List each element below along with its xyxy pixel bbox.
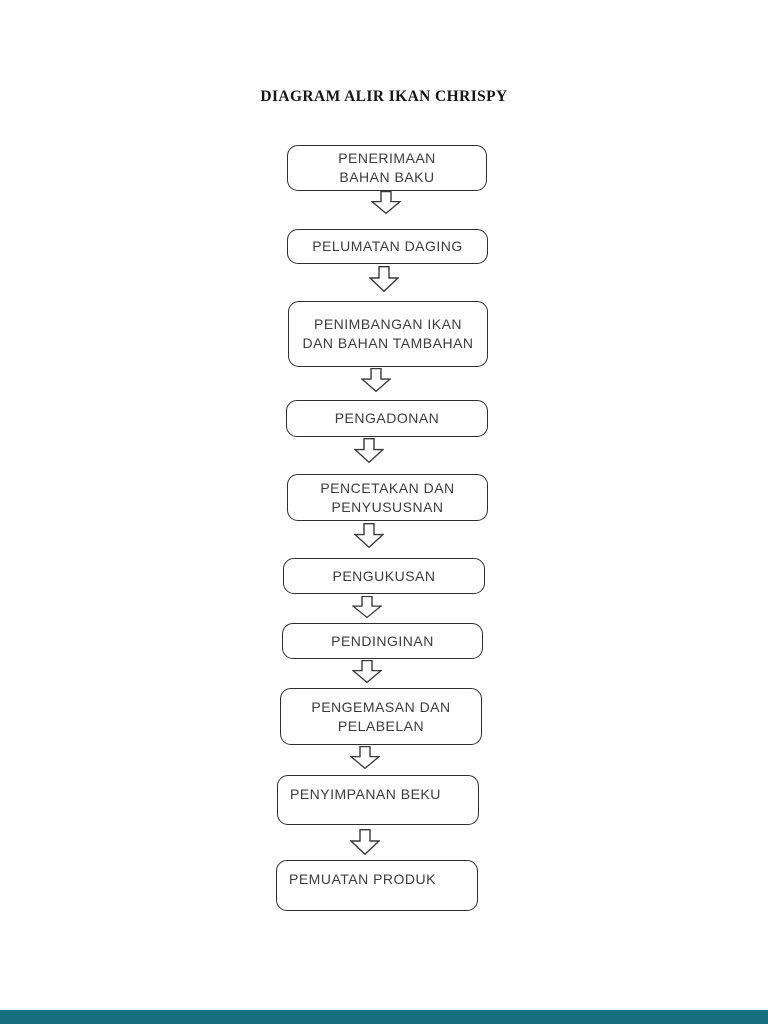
flow-step-label: PENDINGINAN [331,632,434,649]
flow-step-pencetakan-penyususnan: PENCETAKAN DAN PENYUSUSNAN [287,474,488,521]
flow-step-label: PENGEMASAN DAN PELABELAN [311,698,451,734]
flow-step-pengemasan-pelabelan: PENGEMASAN DAN PELABELAN [280,688,482,745]
flow-step-pengukusan: PENGUKUSAN [283,558,485,594]
down-arrow-icon [369,266,399,292]
down-arrow-icon [354,438,384,463]
flow-step-label: PELUMATAN DAGING [312,238,463,254]
flow-step-pendinginan: PENDINGINAN [282,623,483,659]
flow-step-label: PENIMBANGAN IKAN DAN BAHAN TAMBAHAN [302,316,474,351]
viewer-footer-bar [0,1010,768,1024]
flow-step-label: PENGUKUSAN [332,567,436,584]
flow-step-penyimpanan-beku: PENYIMPANAN BEKU [277,775,479,825]
down-arrow-icon [350,829,380,855]
flow-step-penimbangan-ikan: PENIMBANGAN IKAN DAN BAHAN TAMBAHAN [288,301,488,367]
flow-step-pelumatan-daging: PELUMATAN DAGING [287,229,488,264]
down-arrow-icon [361,368,391,392]
flow-step-label: PENCETAKAN DAN PENYUSUSNAN [320,479,455,515]
down-arrow-icon [352,660,382,683]
flow-step-label: PENGADONAN [334,410,440,426]
flow-step-label: PENERIMAAN BAHAN BAKU [338,150,436,185]
down-arrow-icon [350,746,380,769]
flow-step-pengadonan: PENGADONAN [286,400,488,437]
down-arrow-icon [354,523,384,548]
page-title: DIAGRAM ALIR IKAN CHRISPY [260,88,508,105]
down-arrow-icon [352,596,382,618]
flow-step-penerimaan-bahan-baku: PENERIMAAN BAHAN BAKU [287,145,487,191]
flow-step-label: PENYIMPANAN BEKU [290,786,441,802]
down-arrow-icon [371,191,401,214]
flow-step-label: PEMUATAN PRODUK [289,871,436,887]
flow-step-pemuatan-produk: PEMUATAN PRODUK [276,860,478,911]
